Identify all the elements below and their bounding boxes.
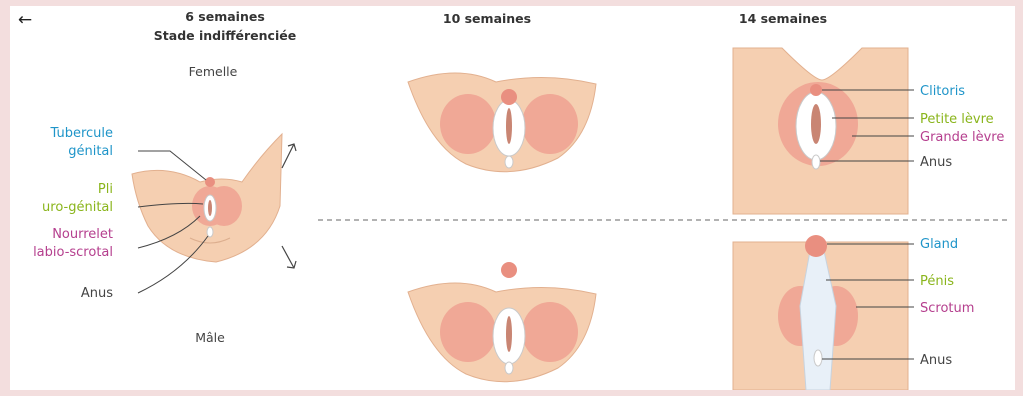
- week6-subtitle: Stade indifférenciée: [154, 28, 296, 43]
- genital-tubercle-label-line2: génital: [68, 144, 113, 159]
- scrotum-label: Scrotum: [920, 301, 974, 316]
- urogenital-fold-label-line1: Pli: [98, 182, 113, 197]
- labia-minora-label: Petite lèvre: [920, 112, 994, 127]
- labioscrotal-swelling-label-line2: labio-scrotal: [33, 245, 113, 260]
- female-week14-figure: [733, 48, 908, 214]
- diagram-stage: ← 6 semaines Stade indifférenciée 10 sem…: [10, 6, 1015, 390]
- female-week10-figure: [408, 73, 596, 172]
- stage6-anus-label: Anus: [81, 286, 113, 301]
- labia-majora-label: Grande lèvre: [920, 130, 1004, 145]
- female-label: Femelle: [189, 64, 238, 79]
- genital-tubercle-label-line1: Tubercule: [49, 126, 113, 141]
- week6-title: 6 semaines: [185, 9, 265, 24]
- male-week14-figure: [733, 235, 908, 390]
- clitoris-label: Clitoris: [920, 84, 965, 99]
- development-diagram: 6 semaines Stade indifférenciée 10 semai…: [10, 6, 1015, 390]
- week14-title: 14 semaines: [739, 11, 827, 26]
- glans-label: Gland: [920, 237, 958, 252]
- week10-title: 10 semaines: [443, 11, 531, 26]
- female-branch-arrow-icon: [282, 144, 296, 168]
- male14-anus-label: Anus: [920, 353, 952, 368]
- male-branch-arrow-icon: [282, 246, 296, 268]
- penis-label: Pénis: [920, 274, 954, 289]
- urogenital-fold-label-line2: uro-génital: [42, 200, 113, 215]
- female14-anus-label: Anus: [920, 155, 952, 170]
- male-label: Mâle: [195, 330, 225, 345]
- male-week10-figure: [408, 262, 596, 382]
- labioscrotal-swelling-label-line1: Nourrelet: [52, 227, 113, 242]
